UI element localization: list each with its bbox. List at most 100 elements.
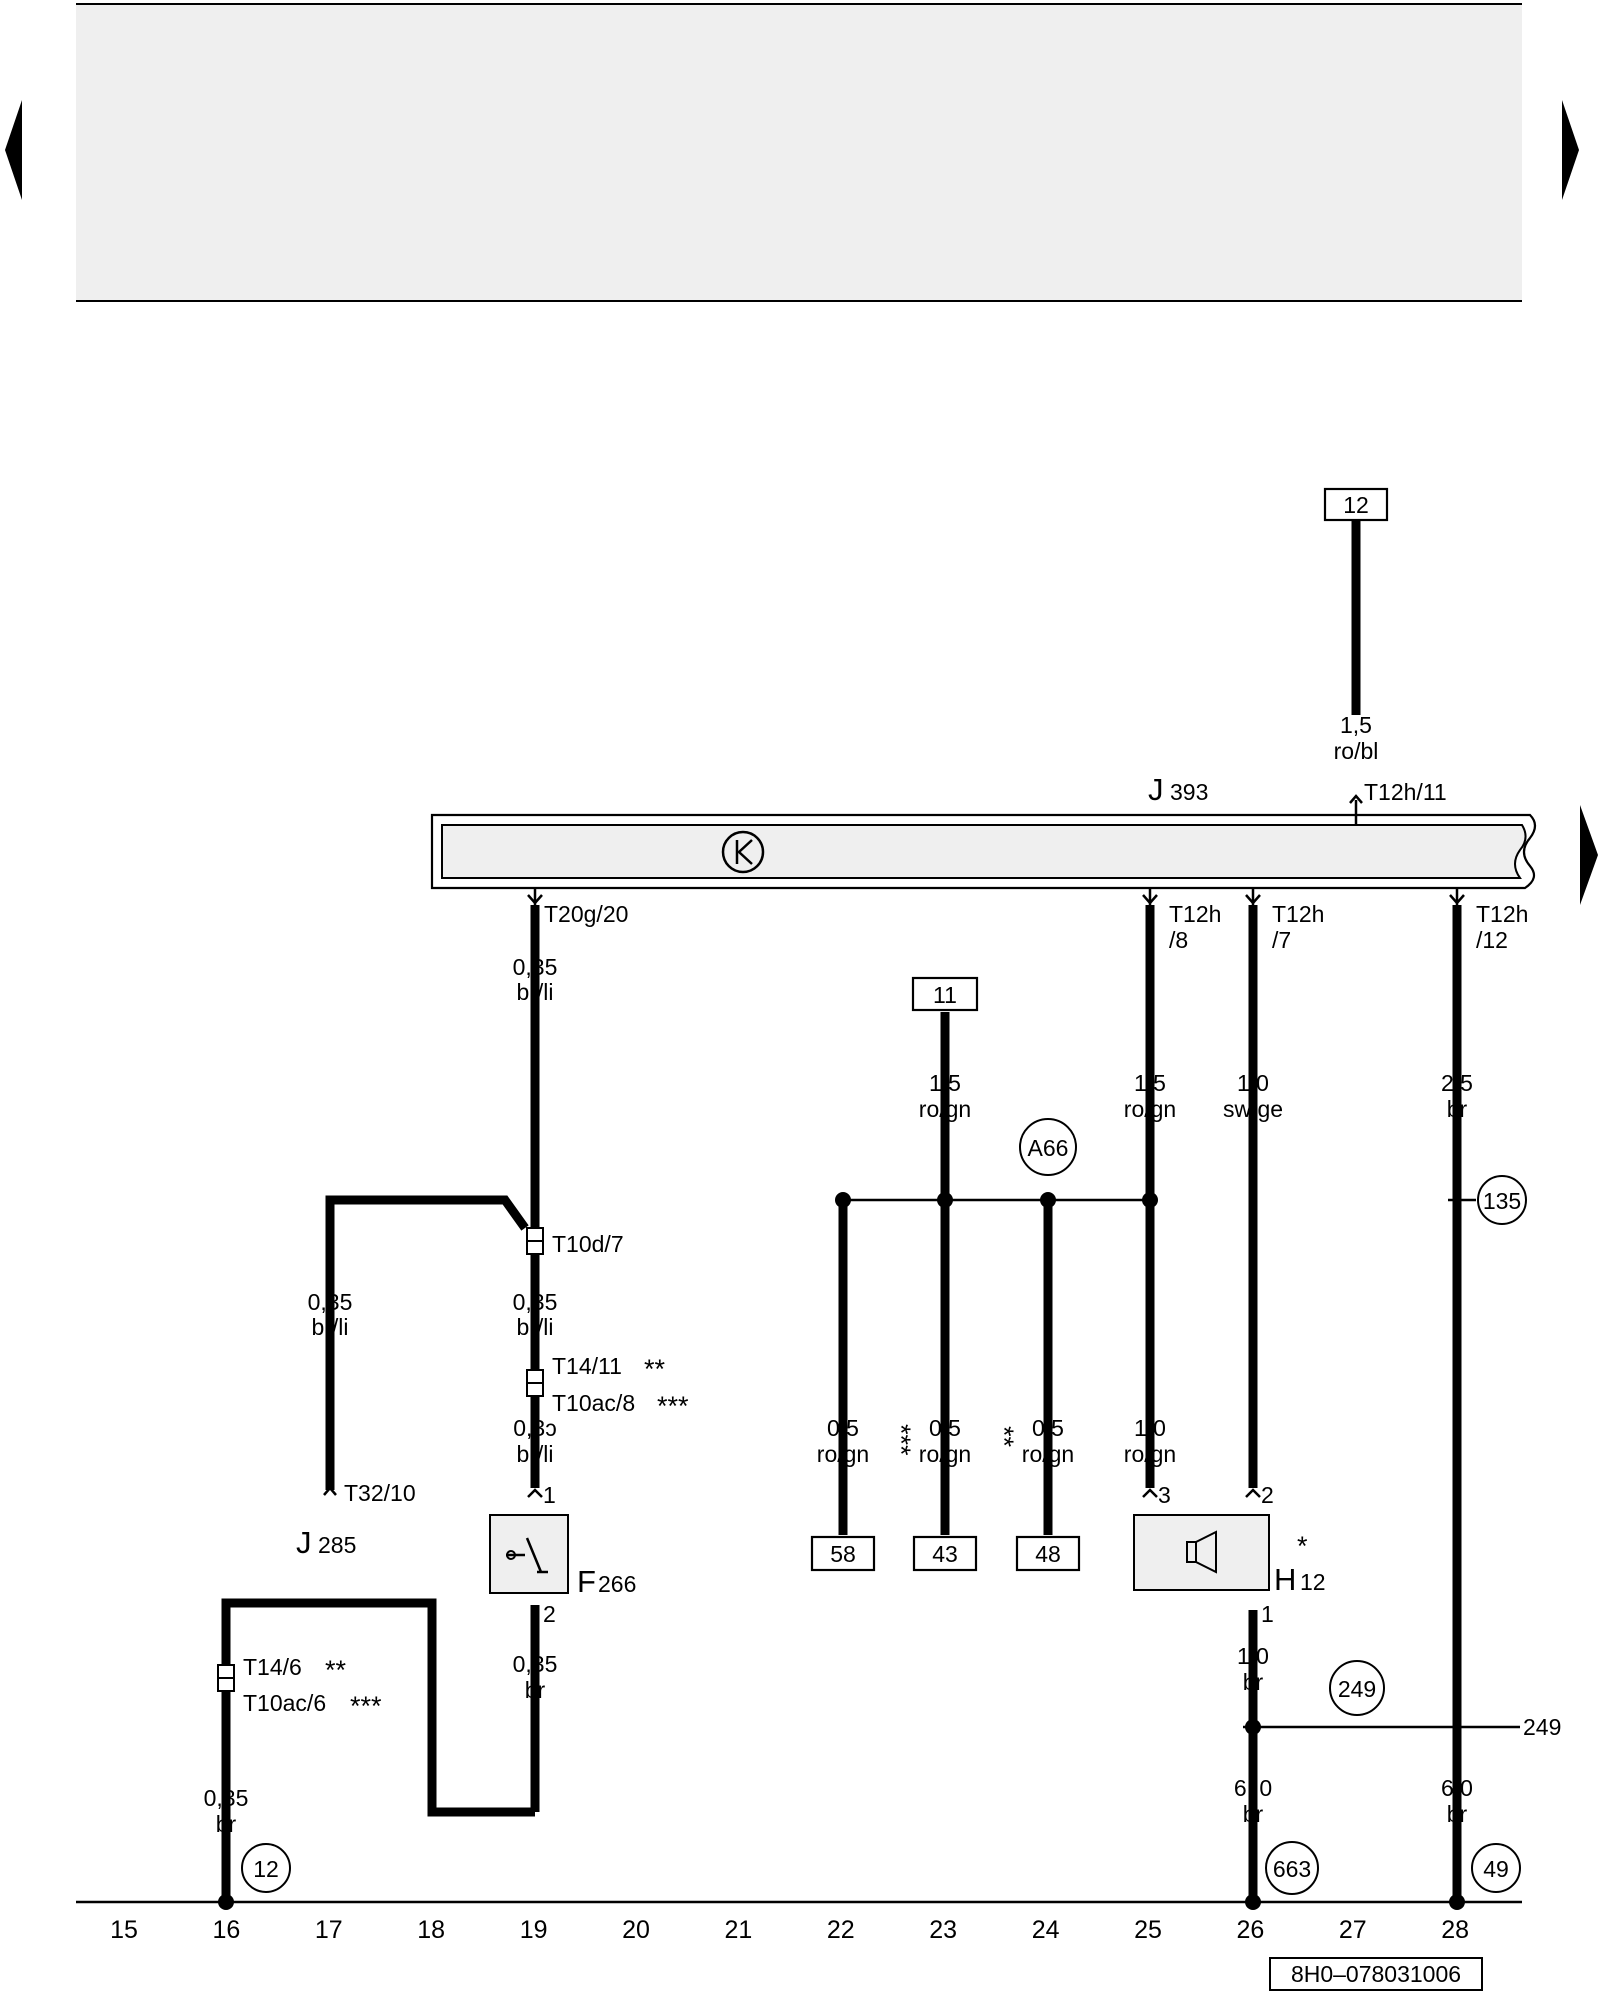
svg-text:br/li: br/li bbox=[516, 1314, 553, 1340]
svg-text:br/li: br/li bbox=[516, 1441, 553, 1467]
j393-inner-box bbox=[441, 824, 1527, 879]
ref-11-box: 11 bbox=[911, 976, 979, 1012]
svg-text:/7: /7 bbox=[1272, 927, 1291, 953]
switch-symbol-icon bbox=[506, 1537, 548, 1574]
f266-switch-box bbox=[489, 1514, 569, 1594]
node-16-ground bbox=[218, 1894, 234, 1910]
svg-text:0,35: 0,35 bbox=[308, 1289, 353, 1315]
svg-text:br: br bbox=[525, 1677, 546, 1703]
svg-text:T10ac/6: T10ac/6 bbox=[243, 1690, 326, 1716]
svg-text:0,35: 0,35 bbox=[513, 954, 558, 980]
column-number: 20 bbox=[622, 1916, 650, 1944]
j285-code: J bbox=[296, 1525, 312, 1560]
a66-circle bbox=[1019, 1118, 1077, 1176]
ref-249-circle: 249 bbox=[1329, 1660, 1385, 1716]
horn-icon bbox=[1186, 1530, 1217, 1574]
svg-text:2,5: 2,5 bbox=[1441, 1070, 1473, 1096]
variant-marks: *** ** bbox=[886, 1424, 1019, 1456]
f266-num: 266 bbox=[598, 1571, 636, 1597]
ref-12-circle: 12 bbox=[241, 1843, 291, 1893]
svg-text:***: *** bbox=[657, 1391, 689, 1421]
h12-code: H bbox=[1274, 1562, 1296, 1597]
svg-text:ro/gn: ro/gn bbox=[919, 1441, 971, 1467]
column-number: 24 bbox=[1032, 1916, 1060, 1944]
svg-text:T10d/7: T10d/7 bbox=[552, 1231, 624, 1257]
next-page-arrow-icon[interactable] bbox=[1562, 100, 1579, 200]
a66-label: A66 bbox=[1028, 1135, 1069, 1161]
footer-code: 8H0–078031006 bbox=[1291, 1961, 1461, 1987]
svg-text:1,0: 1,0 bbox=[1237, 1643, 1269, 1669]
j393-code: J bbox=[1148, 772, 1164, 807]
h12-num: 12 bbox=[1300, 1569, 1326, 1595]
wire-col16-loop bbox=[221, 1598, 535, 1902]
svg-text:11: 11 bbox=[933, 982, 957, 1008]
column-number: 19 bbox=[520, 1916, 548, 1944]
node-22 bbox=[835, 1192, 851, 1208]
continue-arrow-icon[interactable] bbox=[1580, 805, 1598, 905]
column-number: 26 bbox=[1236, 1916, 1264, 1944]
svg-text:1,0: 1,0 bbox=[1134, 1415, 1166, 1441]
prev-page-arrow-icon[interactable] bbox=[5, 100, 22, 200]
svg-text:0,35: 0,35 bbox=[204, 1785, 249, 1811]
svg-text:49: 49 bbox=[1483, 1856, 1509, 1882]
node-24 bbox=[1040, 1192, 1056, 1208]
svg-text:1: 1 bbox=[1261, 1601, 1274, 1627]
svg-text:br: br bbox=[1447, 1801, 1468, 1827]
inline-connector-t1411-icon bbox=[526, 1369, 544, 1397]
svg-text:43: 43 bbox=[932, 1541, 958, 1567]
svg-text:T20g/20: T20g/20 bbox=[544, 901, 628, 927]
svg-text:br: br bbox=[1447, 1096, 1468, 1122]
svg-text:58: 58 bbox=[830, 1541, 856, 1567]
column-number: 23 bbox=[929, 1916, 957, 1944]
svg-text:***: *** bbox=[886, 1424, 916, 1456]
node-28-ground bbox=[1449, 1894, 1465, 1910]
svg-text:3: 3 bbox=[1158, 1482, 1171, 1508]
inline-connector-t146-icon bbox=[217, 1664, 235, 1692]
svg-text:/8: /8 bbox=[1169, 927, 1188, 953]
svg-text:br/li: br/li bbox=[311, 1314, 348, 1340]
svg-text:1,5: 1,5 bbox=[1134, 1070, 1166, 1096]
ground-symbol-icon bbox=[721, 830, 765, 874]
line-249-label: 249 bbox=[1523, 1714, 1561, 1740]
svg-text:1,5: 1,5 bbox=[929, 1070, 961, 1096]
svg-text:T12h: T12h bbox=[1476, 901, 1528, 927]
svg-text:ro/bl: ro/bl bbox=[1334, 738, 1379, 764]
svg-text:T14/11: T14/11 bbox=[552, 1353, 622, 1379]
svg-text:ro/gn: ro/gn bbox=[1124, 1441, 1176, 1467]
j393-num: 393 bbox=[1170, 779, 1208, 805]
column-number: 21 bbox=[724, 1916, 752, 1944]
column-number: 22 bbox=[827, 1916, 855, 1944]
svg-text:2: 2 bbox=[1261, 1482, 1274, 1508]
svg-text:T12h: T12h bbox=[1272, 901, 1324, 927]
svg-text:**: ** bbox=[325, 1655, 347, 1685]
node-26-ground bbox=[1245, 1894, 1261, 1910]
svg-text:0,35: 0,35 bbox=[513, 1289, 558, 1315]
node-23 bbox=[937, 1192, 953, 1208]
svg-text:0,5: 0,5 bbox=[827, 1415, 859, 1441]
svg-text:6,0: 6,0 bbox=[1441, 1775, 1473, 1801]
connector-labels: T12h/11 T20g/20 T12h /8 T12h /7 T12h /12… bbox=[243, 779, 1528, 1721]
svg-text:0,35: 0,35 bbox=[513, 1651, 558, 1677]
svg-text:br: br bbox=[1243, 1801, 1264, 1827]
ref-49-circle: 49 bbox=[1471, 1843, 1521, 1893]
svg-text:ro/gn: ro/gn bbox=[1022, 1441, 1074, 1467]
inline-connector-t10d7-icon bbox=[526, 1227, 544, 1255]
j285-num: 285 bbox=[318, 1532, 356, 1558]
footer-code-box bbox=[1269, 1957, 1483, 1991]
h12-horn-box bbox=[1133, 1514, 1270, 1591]
svg-text:0,5: 0,5 bbox=[929, 1415, 961, 1441]
svg-text:1,5: 1,5 bbox=[1340, 712, 1372, 738]
svg-text:br: br bbox=[1243, 1669, 1264, 1695]
splice-nodes bbox=[218, 1192, 1465, 1910]
svg-text:6 ,0: 6 ,0 bbox=[1234, 1775, 1272, 1801]
svg-text:48: 48 bbox=[1035, 1541, 1061, 1567]
svg-text:0,5: 0,5 bbox=[1032, 1415, 1064, 1441]
svg-text:T12h: T12h bbox=[1169, 901, 1221, 927]
svg-text:1,0: 1,0 bbox=[1237, 1070, 1269, 1096]
column-number: 16 bbox=[212, 1916, 240, 1944]
column-number: 17 bbox=[315, 1916, 343, 1944]
column-number: 28 bbox=[1441, 1916, 1469, 1944]
svg-text:249: 249 bbox=[1338, 1676, 1376, 1702]
svg-text:br/li: br/li bbox=[516, 979, 553, 1005]
